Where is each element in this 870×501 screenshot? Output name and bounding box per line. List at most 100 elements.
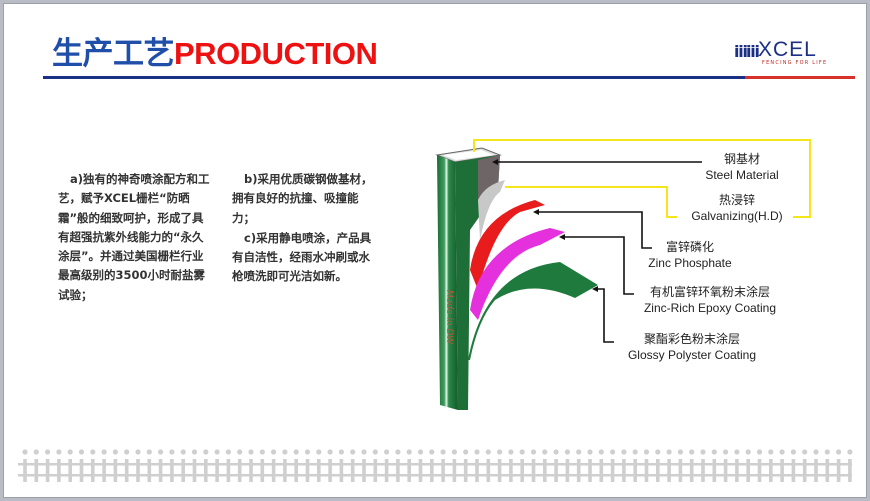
fence-finial: [779, 449, 785, 455]
polyester-ribbon: [468, 262, 598, 360]
fence-finial: [813, 449, 819, 455]
fence-finial: [395, 449, 401, 455]
fence-finial: [440, 449, 446, 455]
fence-picket: [249, 459, 253, 482]
fence-finial: [700, 449, 706, 455]
fence-finial: [350, 449, 356, 455]
fence-picket: [509, 459, 513, 482]
fence-picket: [780, 459, 784, 482]
fence-picket: [45, 459, 50, 482]
fence-finial: [22, 449, 28, 455]
fence-logo-icon: ⅲⅲ: [734, 42, 760, 61]
fence-finial: [463, 449, 469, 455]
fence-finial: [530, 449, 537, 455]
layer-galvanizing-en: Galvanizing(H.D): [691, 209, 783, 223]
epoxy-ribbon: [470, 228, 565, 320]
fence-picket: [543, 459, 547, 482]
zinc-phosphate-leader: [537, 211, 652, 249]
fence-picket: [362, 459, 366, 482]
fence-finial: [632, 449, 638, 455]
fence-picket: [565, 459, 570, 482]
fence-finial: [643, 449, 650, 455]
fence-picket: [588, 459, 592, 482]
fence-picket: [848, 459, 852, 482]
fence-picket: [136, 459, 140, 482]
fence-finial: [564, 449, 571, 455]
fence-finial: [372, 449, 378, 455]
layer-polyester-cn: 聚酯彩色粉末涂层: [643, 332, 740, 346]
fence-finial: [112, 449, 118, 455]
fence-finial: [361, 449, 367, 455]
layer-zinc-phosphate-cn: 富锌磷化: [665, 240, 715, 254]
fence-finial: [485, 449, 491, 455]
fence-picket: [520, 459, 524, 482]
epoxy-leader: [563, 236, 634, 295]
fence-finial: [282, 449, 288, 455]
fence-finial: [417, 449, 424, 455]
fence-finial: [203, 449, 209, 455]
fence-picket: [373, 459, 378, 482]
fence-picket: [418, 459, 423, 482]
fence-finial: [723, 449, 729, 455]
fence-finial: [327, 449, 333, 455]
fence-picket: [147, 459, 152, 482]
fence-finial: [836, 449, 842, 455]
fence-finial: [78, 449, 85, 455]
fence-picket: [339, 459, 344, 482]
fence-picket: [430, 459, 434, 482]
layer-epoxy-cn: 有机富锌环氧粉末涂层: [649, 285, 770, 299]
fence-picket: [836, 459, 841, 482]
layer-galvanizing: 热浸锌 Galvanizing(H.D): [691, 192, 782, 224]
fence-picket: [769, 459, 773, 482]
fence-finial: [56, 449, 62, 455]
fence-finial: [338, 449, 344, 455]
fence-picket: [350, 459, 355, 482]
fence-finial: [316, 449, 322, 455]
fence-picket: [622, 459, 626, 482]
fence-finial: [734, 449, 740, 455]
fence-picket: [814, 459, 818, 482]
fence-picket: [204, 459, 208, 482]
fence-picket: [237, 459, 242, 482]
fence-picket: [317, 459, 321, 482]
layer-galvanizing-cn: 热浸锌: [718, 193, 756, 207]
fence-finial: [598, 449, 604, 455]
fence-finial: [768, 449, 774, 455]
fence-finial: [553, 449, 559, 455]
fence-finial: [304, 449, 311, 455]
fence-finial: [824, 449, 830, 455]
fence-finial: [248, 449, 254, 455]
fence-finial: [790, 449, 797, 455]
fence-finial: [756, 449, 763, 455]
fence-finial: [225, 449, 231, 455]
fence-finial: [655, 449, 661, 455]
logo-name: XCEL: [758, 38, 817, 61]
fence-picket: [475, 459, 479, 482]
layer-zinc-phosphate: 富锌磷化 Zinc Phosphate: [648, 239, 731, 271]
fence-picket: [667, 459, 671, 482]
fence-picket: [34, 459, 39, 482]
fence-picket: [723, 459, 728, 482]
fence-picket: [68, 459, 72, 482]
fence-picket: [633, 459, 637, 482]
fence-picket: [735, 459, 739, 482]
fence-finial: [158, 449, 164, 455]
fence-finial: [621, 449, 627, 455]
fence-picket: [91, 459, 95, 482]
fence-picket: [599, 459, 604, 482]
fence-finial: [451, 449, 457, 455]
layer-zinc-phosphate-en: Zinc Phosphate: [648, 256, 732, 270]
fence-finial: [677, 449, 684, 455]
paragraph-c-text: c)采用静电喷涂，产品具有自洁性，经雨水冲刷或水枪喷洗即可光洁如新。: [232, 230, 372, 284]
fence-picket: [757, 459, 762, 482]
fence-finial: [191, 449, 198, 455]
paragraph-bc: b)采用优质碳钢做基材，拥有良好的抗撞、吸撞能力； c)采用静电喷涂，产品具有自…: [232, 170, 374, 287]
fence-rail: [18, 474, 852, 477]
slide: [3, 3, 867, 498]
fence-picket: [825, 459, 830, 482]
fence-finial: [497, 449, 503, 455]
fence-rail: [18, 463, 852, 466]
fence-picket: [576, 459, 581, 482]
